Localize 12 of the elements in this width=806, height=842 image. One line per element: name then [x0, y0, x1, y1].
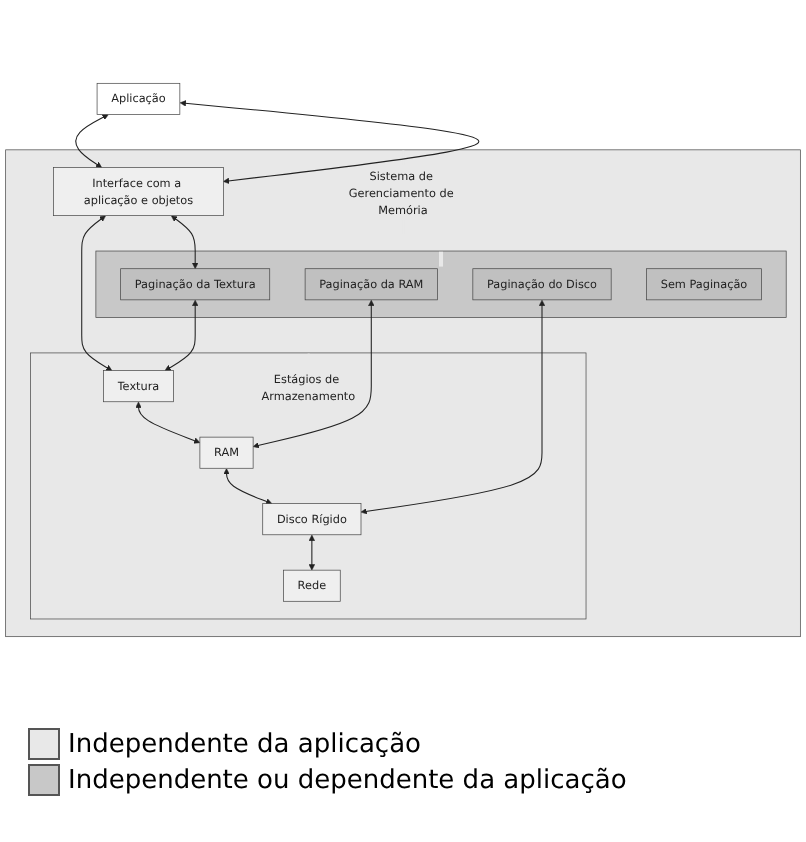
arrow — [252, 299, 375, 449]
legend-text: Independente ou dependente da aplicação — [68, 765, 627, 795]
arrow — [223, 468, 273, 505]
arrow — [308, 534, 315, 571]
arrow — [360, 299, 546, 515]
arrow — [135, 401, 201, 444]
arrow — [179, 100, 480, 184]
arrow — [171, 215, 199, 269]
arrow — [75, 114, 109, 168]
arrow — [81, 215, 113, 371]
arrow — [164, 299, 199, 371]
legend-text: Independente da aplicação — [68, 729, 422, 759]
